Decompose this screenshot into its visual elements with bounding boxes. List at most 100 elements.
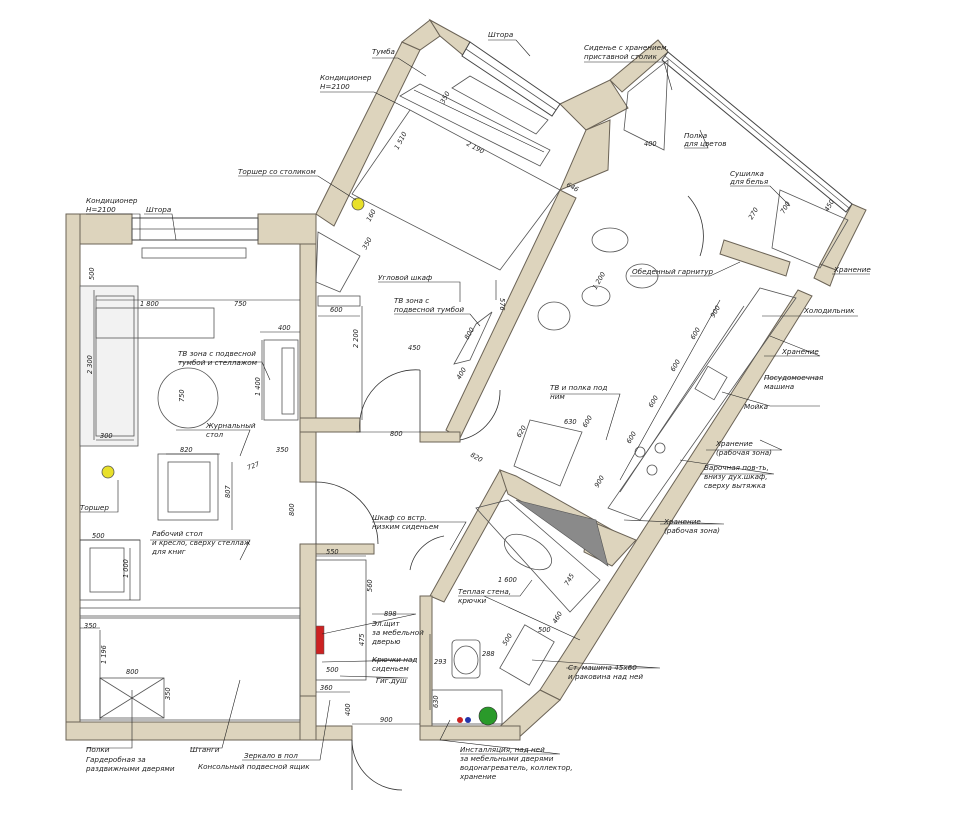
- dim-900c: 900: [593, 474, 606, 489]
- label-garder-2: раздвижными дверями: [85, 764, 175, 773]
- dim-350b: 350: [361, 236, 374, 251]
- label-stmash: Ст. машина 45х60: [568, 663, 637, 672]
- label-elshit-2: за мебельной: [372, 628, 424, 637]
- dim-560: 560: [366, 579, 374, 592]
- dim-350d: 350: [84, 622, 97, 630]
- label-teplaya: Теплая стена,: [458, 587, 511, 596]
- label-obedenny: Обеденный гарнитур: [632, 267, 713, 276]
- label-install-3: водонагреватель, коллектор,: [460, 763, 573, 772]
- dim-800b: 800: [390, 430, 403, 438]
- label-torsher-stolik: Торшер со столиком: [238, 167, 316, 176]
- dim-600e: 600: [625, 430, 638, 445]
- leader-lines: [80, 39, 870, 761]
- dim-300: 300: [100, 432, 113, 440]
- label-sushilka-2: для белья: [729, 177, 769, 186]
- label-shtora-top: Штора: [488, 30, 513, 39]
- dimension-lines: [80, 89, 721, 725]
- dim-600b: 600: [689, 326, 702, 341]
- label-rab-stol-2: и кресло, сверху стеллаж: [152, 538, 251, 547]
- dim-500b: 500: [92, 532, 105, 540]
- dim-400a: 400: [278, 324, 291, 332]
- label-polka-cvety: Полка: [684, 131, 707, 140]
- dim-800c: 800: [126, 668, 139, 676]
- dim-600c: 600: [669, 358, 682, 373]
- dim-745: 745: [563, 572, 576, 587]
- label-zhurnal-2: стол: [206, 430, 224, 439]
- dim-820b: 820: [469, 451, 484, 464]
- dim-500e: 500: [501, 632, 514, 647]
- label-torsher: Торшер: [80, 503, 109, 512]
- dim-475: 475: [358, 633, 366, 646]
- dim-2200: 2 200: [352, 329, 360, 348]
- label-tumba: Тумба: [372, 47, 395, 56]
- label-hran-rab-b-2: (рабочая зона): [664, 526, 720, 535]
- dim-1510: 1 510: [393, 131, 409, 151]
- dim-2190: 2 190: [465, 140, 485, 156]
- label-shtora-left: Штора: [146, 205, 171, 214]
- dim-160: 160: [365, 208, 378, 223]
- label-stmash-2: и раковина над ней: [568, 672, 643, 681]
- label-shtangi: Штанги: [190, 745, 220, 754]
- label-hran-rab-2: (рабочая зона): [716, 448, 772, 457]
- dim-750b: 750: [178, 389, 186, 402]
- dim-500a: 500: [88, 267, 96, 280]
- bathroom-furniture: [315, 499, 601, 726]
- doors: [315, 195, 704, 791]
- living-room-furniture: [79, 247, 301, 721]
- dim-1800: 1 800: [140, 300, 159, 308]
- label-hran-rab-b: Хранение: [663, 517, 701, 526]
- label-rab-stol: Рабочий стол: [152, 529, 203, 538]
- label-tv-polka: ТВ и полка под: [550, 383, 607, 392]
- label-varoch: Варочная пов-ть,: [704, 463, 769, 472]
- dim-350a: 350: [439, 90, 452, 105]
- label-kond-top: Кондиционер: [320, 73, 372, 82]
- label-polka-cvety-2: для цветов: [683, 139, 727, 148]
- label-kond-left-h: H=2100: [86, 205, 116, 214]
- annotations: Тумба Штора Сиденье с хранением, пристав…: [80, 30, 871, 781]
- label-tv-stell-2: тумбой и стеллажом: [178, 358, 258, 367]
- dim-288: 288: [482, 650, 495, 658]
- label-elshit-3: дверью: [371, 637, 400, 646]
- label-hran-rab: Хранение: [715, 439, 753, 448]
- label-gigdush: Гиг.душ: [376, 676, 407, 685]
- dim-750: 750: [234, 300, 247, 308]
- dim-630b: 630: [564, 418, 577, 426]
- label-kond-left: Кондиционер: [86, 196, 138, 205]
- label-tv-tumba-2: подвесной тумбой: [394, 305, 464, 314]
- dim-350c: 350: [276, 446, 289, 454]
- label-konsol: Консольный подвесной ящик: [198, 762, 310, 771]
- bedroom-furniture: [315, 75, 561, 365]
- dim-600: 600: [330, 306, 343, 314]
- dim-400d: 400: [455, 366, 468, 381]
- label-shkaf-sid: Шкаф со встр.: [372, 513, 427, 522]
- dim-450: 450: [408, 344, 421, 352]
- label-kryuchki-2: сиденьем: [372, 664, 409, 673]
- dim-500d: 500: [538, 626, 551, 634]
- label-rab-stol-3: для книг: [151, 547, 186, 556]
- windows: [131, 41, 853, 241]
- dim-600d: 600: [647, 394, 660, 409]
- label-uglovoy: Угловой шкаф: [378, 273, 432, 282]
- dim-400b: 400: [344, 703, 352, 716]
- dim-898: 898: [384, 610, 397, 618]
- label-teplaya-2: крючки: [458, 596, 487, 605]
- label-moyka: Мойка: [744, 402, 768, 411]
- label-sushilka: Сушилка: [730, 169, 764, 178]
- dim-350e: 350: [164, 687, 172, 700]
- dim-270: 270: [747, 206, 760, 221]
- label-tv-polka-2: ним: [550, 392, 565, 401]
- label-tv-stell: ТВ зона с подвесной: [178, 349, 256, 358]
- label-zerkalo: Зеркало в пол: [244, 751, 298, 760]
- dim-460: 460: [551, 610, 564, 625]
- label-varoch-2: внизу дух.шкаф,: [704, 472, 767, 481]
- label-hranenie-r1: Хранение: [833, 265, 871, 274]
- label-install-2: за мебельными дверями: [460, 754, 554, 763]
- dim-2300: 2 300: [86, 355, 94, 374]
- dim-900: 900: [380, 716, 393, 724]
- label-posud: Посудомоечная: [764, 373, 824, 382]
- label-holodilnik: Холодильник: [803, 306, 855, 315]
- label-install: Инсталляция, над ней: [460, 745, 545, 754]
- dim-600f: 600: [581, 414, 594, 429]
- dim-900b: 900: [709, 304, 722, 319]
